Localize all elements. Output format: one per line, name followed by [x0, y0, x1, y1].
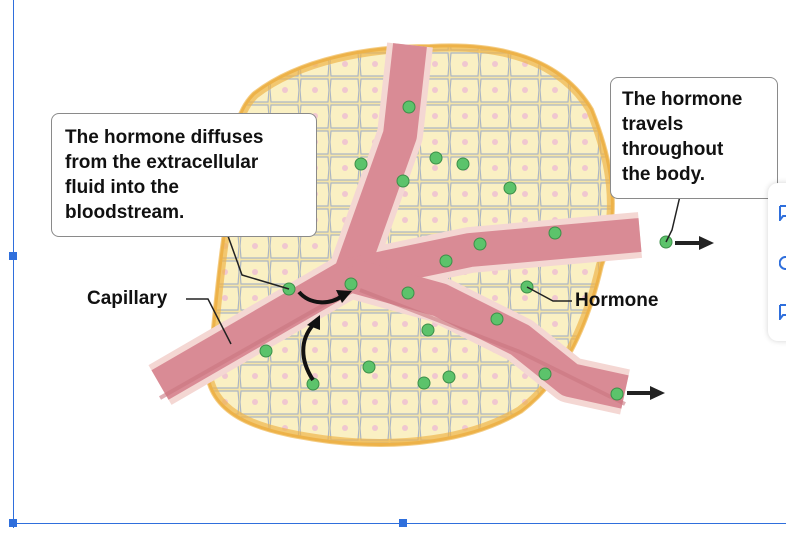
- exit-arrows: [627, 236, 714, 400]
- capillary: [148, 42, 643, 415]
- resize-handle-bottom[interactable]: [399, 519, 407, 527]
- arrowhead-2: [307, 315, 320, 330]
- side-toolbar: [768, 183, 786, 341]
- callout-travels: The hormone travels throughout the body.: [610, 77, 778, 199]
- callout-diffuses-line-3: fluid into the: [65, 177, 179, 198]
- hormone-molecules: [259, 100, 673, 401]
- callout-travels-line-2: travels: [622, 114, 684, 135]
- refresh-icon[interactable]: [778, 255, 786, 271]
- callout-diffuses-line-2: from the extracellular: [65, 152, 259, 173]
- callout-diffuses-line-1: The hormone diffuses: [65, 127, 264, 148]
- resize-handle-bottom-left[interactable]: [9, 519, 17, 527]
- diffusion-arrows: [297, 290, 344, 382]
- leader-lines: [186, 195, 681, 345]
- comment-icon[interactable]: [779, 205, 786, 223]
- callout-travels-line-3: throughout: [622, 139, 724, 160]
- callout-travels-line-4: the body.: [622, 164, 706, 185]
- resize-handle-left[interactable]: [9, 252, 17, 260]
- comment-icon[interactable]: [779, 304, 786, 322]
- hormone-label: Hormone: [575, 290, 659, 311]
- callout-diffuses: The hormone diffuses from the extracellu…: [51, 113, 317, 237]
- callout-diffuses-line-4: bloodstream.: [65, 202, 185, 223]
- callout-travels-line-1: The hormone: [622, 89, 743, 110]
- arrowhead-1: [336, 290, 352, 303]
- selection-frame-left: [13, 0, 14, 528]
- capillary-label: Capillary: [87, 288, 168, 309]
